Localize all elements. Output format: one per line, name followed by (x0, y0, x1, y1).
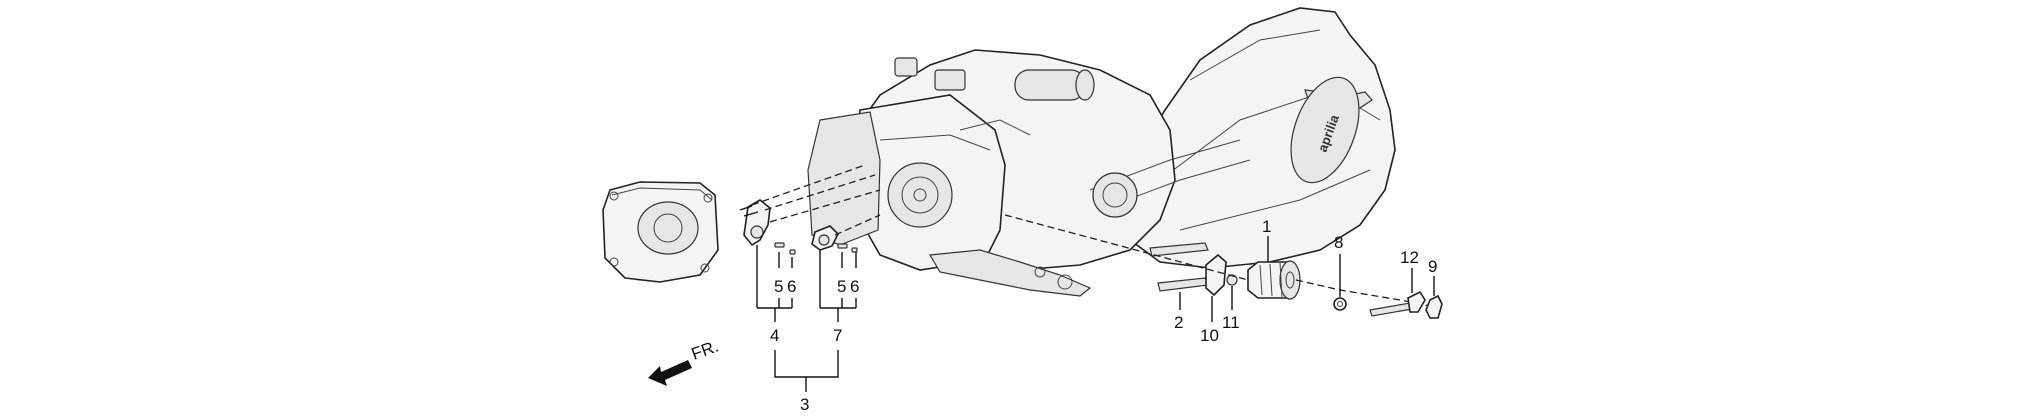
cylinder-head-cover (602, 181, 719, 283)
callout-11: 11 (1222, 313, 1240, 332)
leader-lines (756, 236, 1435, 392)
align-line-2 (764, 174, 876, 211)
callout-1: 1 (1262, 217, 1271, 236)
callout-2: 2 (1174, 313, 1183, 332)
align-line-4 (834, 214, 881, 236)
engine-assembly: aprilia (807, 7, 1396, 297)
callout-6b: 6 (850, 277, 859, 296)
pin-5a (774, 242, 785, 248)
plate-10 (1205, 253, 1227, 297)
front-direction-arrow: FR. (648, 337, 721, 386)
pin-6a (789, 249, 796, 255)
callout-7: 7 (833, 326, 842, 345)
shaft-12 (1369, 290, 1426, 317)
washer-11 (1226, 274, 1238, 286)
rocker-arm-7 (811, 225, 839, 251)
align-line-5 (1004, 214, 1249, 281)
callout-numbers: 1 2 3 4 5 6 5 6 7 8 9 10 11 12 (770, 217, 1437, 414)
pin-5b (837, 243, 848, 249)
callout-5a: 5 (774, 277, 783, 296)
seal-8 (1333, 297, 1347, 311)
callout-12: 12 (1400, 248, 1419, 267)
align-line-3 (769, 189, 881, 223)
direction-label: FR. (689, 337, 721, 364)
rocker-arm-4 (739, 199, 771, 247)
callout-6a: 6 (787, 277, 796, 296)
callout-8: 8 (1334, 233, 1343, 252)
callout-9: 9 (1428, 257, 1437, 276)
callout-4: 4 (770, 326, 779, 345)
camshaft-gear-1 (1247, 260, 1301, 300)
callout-3: 3 (800, 395, 809, 414)
callout-5b: 5 (837, 277, 846, 296)
pin-6b (851, 247, 858, 253)
align-line-1 (751, 164, 866, 206)
callout-10: 10 (1200, 326, 1219, 345)
clip-9 (1425, 294, 1443, 319)
